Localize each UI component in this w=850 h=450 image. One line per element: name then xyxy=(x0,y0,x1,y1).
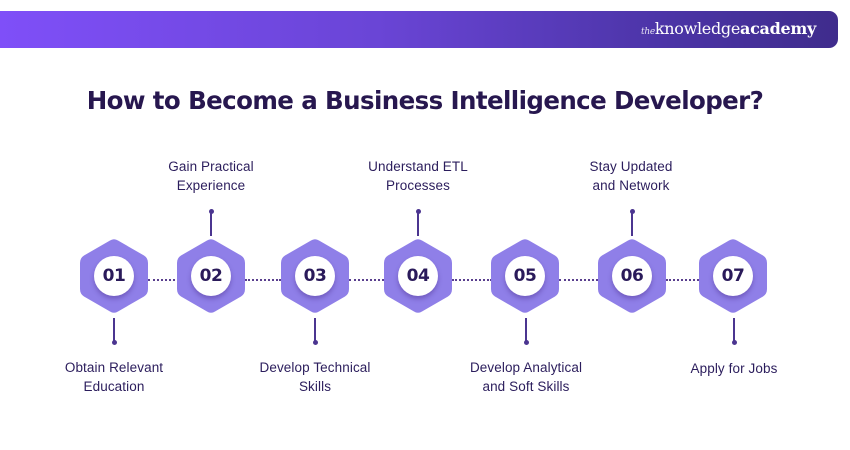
step-hexagon-03: 03 xyxy=(281,238,349,314)
step-number: 04 xyxy=(398,256,438,296)
connector-dot xyxy=(312,340,318,345)
connector-line xyxy=(210,211,212,236)
step-number: 07 xyxy=(713,256,753,296)
step-label-07: Apply for Jobs xyxy=(690,361,778,376)
dotted-connector xyxy=(666,279,699,281)
step-hexagon-07: 07 xyxy=(699,238,767,314)
dotted-connector xyxy=(148,279,179,281)
step-hexagon-05: 05 xyxy=(491,238,559,314)
page-title: How to Become a Business Intelligence De… xyxy=(86,86,764,115)
header-banner: theknowledgeacademy xyxy=(0,11,838,48)
step-hexagon-06: 06 xyxy=(598,238,666,314)
brand-logo: theknowledgeacademy xyxy=(641,19,816,38)
dotted-connector xyxy=(452,279,492,281)
step-number: 01 xyxy=(94,256,134,296)
step-hexagon-04: 04 xyxy=(384,238,452,314)
step-number: 05 xyxy=(505,256,545,296)
dotted-connector xyxy=(245,279,281,281)
step-hexagon-02: 02 xyxy=(177,238,245,314)
step-number: 03 xyxy=(295,256,335,296)
connector-dot xyxy=(523,340,529,345)
step-number: 06 xyxy=(612,256,652,296)
connector-dot xyxy=(111,340,117,345)
dotted-connector xyxy=(349,279,384,281)
connector-line xyxy=(525,318,527,342)
step-hexagon-01: 01 xyxy=(80,238,148,314)
dotted-connector xyxy=(559,279,598,281)
connector-line xyxy=(631,211,633,236)
connector-line xyxy=(314,318,316,342)
connector-line xyxy=(417,211,419,236)
connector-line xyxy=(733,318,735,342)
connector-dot xyxy=(731,340,737,345)
connector-line xyxy=(113,318,115,342)
step-number: 02 xyxy=(191,256,231,296)
